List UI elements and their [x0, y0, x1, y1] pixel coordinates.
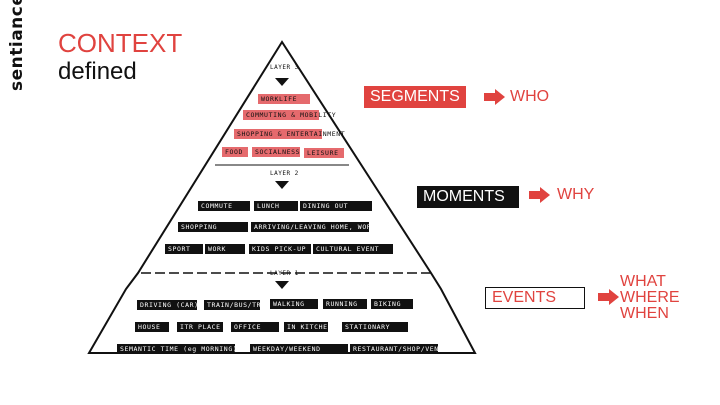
events-meaning-where: WHERE: [620, 289, 680, 306]
tag-arriving-leaving: ARRIVING/LEAVING HOME, WORK: [251, 222, 375, 232]
layer2-arrow-icon: [275, 181, 289, 189]
events-arrow-icon: [598, 293, 609, 301]
segments-meaning: WHO: [510, 88, 550, 105]
layer1-label: LAYER 1: [270, 270, 299, 277]
tag-office: OFFICE: [231, 322, 279, 332]
segments-box: SEGMENTS: [364, 86, 466, 108]
tag-shopping-entertainment: SHOPPING & ENTERTAINMENT: [234, 129, 345, 139]
tag-work: WORK: [205, 244, 245, 254]
layer1-arrow-icon: [275, 281, 289, 289]
layer2-label: LAYER 2: [270, 170, 299, 177]
tag-semantic-time: SEMANTIC TIME (eg MORNING): [117, 344, 237, 354]
layer3-label: LAYER 3: [270, 64, 299, 71]
tag-weekday-weekend: WEEKDAY/WEEKEND: [250, 344, 348, 354]
tag-leisure: LEISURE: [304, 148, 344, 158]
tag-sport: SPORT: [165, 244, 203, 254]
moments-box: MOMENTS: [417, 186, 519, 208]
tag-house: HOUSE: [135, 322, 169, 332]
tag-walking: WALKING: [270, 299, 318, 309]
tag-cultural-event: CULTURAL EVENT: [313, 244, 393, 254]
events-meaning-when: WHEN: [620, 305, 669, 322]
tag-in-kitchen: IN KITCHEN: [284, 322, 332, 332]
events-box: EVENTS: [485, 287, 585, 309]
tag-train-bus-tram: TRAIN/BUS/TRAM: [204, 300, 270, 310]
tag-stationary: STATIONARY: [342, 322, 408, 332]
layer3-arrow-icon: [275, 78, 289, 86]
tag-driving-car: DRIVING (CAR): [137, 300, 198, 310]
tag-kids-pickup: KIDS PICK-UP: [249, 244, 311, 254]
tag-lunch: LUNCH: [254, 201, 298, 211]
tag-commuting-mobility: COMMUTING & MOBILITY: [243, 110, 336, 120]
tag-restaurant-shop-venue: RESTAURANT/SHOP/VENUE: [350, 344, 447, 354]
heading-context: CONTEXT: [58, 28, 183, 58]
tag-biking: BIKING: [371, 299, 413, 309]
segments-arrow-icon: [484, 93, 495, 101]
heading-defined: defined: [58, 58, 137, 85]
moments-meaning: WHY: [557, 186, 595, 203]
tag-running: RUNNING: [323, 299, 367, 309]
moments-arrow-icon: [529, 191, 540, 199]
events-meaning-what: WHAT: [620, 273, 666, 290]
tag-socialness: SOCIALNESS: [252, 147, 300, 157]
tag-shopping: SHOPPING: [178, 222, 248, 232]
tag-food: FOOD: [222, 147, 248, 157]
tag-worklife: WORKLIFE: [258, 94, 310, 104]
tag-commute: COMMUTE: [198, 201, 250, 211]
tag-itr-place: ITR PLACE: [177, 322, 223, 332]
tag-dining-out: DINING OUT: [300, 201, 372, 211]
